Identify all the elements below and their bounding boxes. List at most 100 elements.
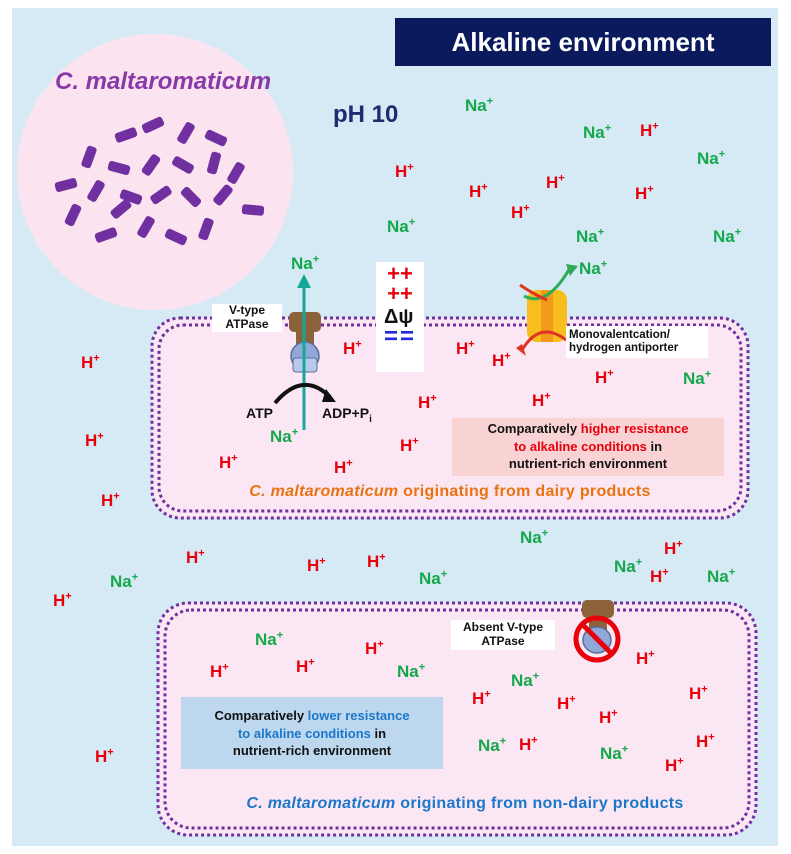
hydrogen-ion: H+ (546, 172, 565, 192)
hydrogen-ion: H+ (219, 452, 238, 472)
sodium-ion: Na+ (579, 258, 608, 278)
hydrogen-ion: H+ (599, 707, 618, 727)
bacterium (180, 186, 202, 208)
hydrogen-ion: H+ (640, 120, 659, 140)
hydrogen-ion: H+ (85, 430, 104, 450)
sodium-ion: Na+ (511, 670, 540, 690)
adp-label: ADP+Pi (322, 405, 372, 425)
bacterium (177, 122, 195, 144)
hydrogen-ion: H+ (595, 367, 614, 387)
sodium-ion: Na+ (520, 527, 549, 547)
hydrogen-ion: H+ (635, 183, 654, 203)
hydrogen-ion: H+ (307, 555, 326, 575)
hydrogen-ion: H+ (519, 734, 538, 754)
hydrogen-ion: H+ (81, 352, 100, 372)
sodium-ion: Na+ (576, 226, 605, 246)
hydrogen-ion: H+ (53, 590, 72, 610)
page-title: Alkaline environment (395, 18, 771, 66)
bacterium (206, 151, 222, 175)
hydrogen-ion: H+ (492, 350, 511, 370)
non-dairy-origin-label: C. maltaromaticum originating from non-d… (246, 795, 684, 812)
sodium-ion: Na+ (270, 426, 299, 446)
sodium-ion: Na+ (255, 629, 284, 649)
bacterium (164, 228, 188, 246)
absent-atpase-icon (573, 600, 621, 663)
bacterium (204, 129, 228, 147)
bacterium (227, 162, 245, 184)
hydrogen-ion: H+ (365, 638, 384, 658)
hydrogen-ion: H+ (469, 181, 488, 201)
sodium-ion: Na+ (697, 148, 726, 168)
hydrogen-ion: H+ (101, 490, 120, 510)
bacteria-rods (54, 116, 265, 246)
bacterium (198, 217, 214, 241)
top-cell-membrane-inner (157, 323, 743, 513)
sodium-ion: Na+ (713, 226, 742, 246)
hydrogen-ion: H+ (395, 161, 414, 181)
hydrogen-ion: H+ (367, 551, 386, 571)
bacterium (87, 180, 105, 202)
bacterium (137, 216, 155, 238)
sodium-ion: Na+ (110, 571, 139, 591)
sodium-ion: Na+ (397, 661, 426, 681)
sodium-ion: Na+ (614, 556, 643, 576)
organism-name: C. maltaromaticum (55, 68, 272, 95)
hydrogen-ion: H+ (95, 746, 114, 766)
lower-resistance-box: Comparatively lower resistance to alkali… (181, 697, 443, 769)
sodium-ion: Na+ (419, 568, 448, 588)
higher-resistance-box: Comparatively higher resistance to alkal… (452, 418, 724, 476)
hydrogen-ion: H+ (511, 202, 530, 222)
hydrogen-ion: H+ (664, 538, 683, 558)
bacterium (241, 204, 265, 216)
sodium-ion: Na+ (683, 368, 712, 388)
dairy-origin-label: C. maltaromaticum originating from dairy… (249, 483, 651, 500)
bacterium (119, 189, 143, 205)
sodium-ion: Na+ (478, 735, 507, 755)
negative-charges: == (383, 323, 417, 350)
bottom-cell-membrane-inner (163, 608, 751, 830)
positive-charges: ++ ++ (387, 261, 413, 306)
bottom-cell-membrane-outer (156, 601, 758, 837)
bacterium (107, 160, 131, 176)
hydrogen-ion: H+ (696, 731, 715, 751)
bacterium (94, 227, 118, 243)
hydrogen-ion: H+ (557, 693, 576, 713)
arrow-head-icon (297, 274, 311, 288)
bacterium (141, 116, 165, 134)
bacterium (141, 154, 161, 176)
bacterium (54, 177, 78, 193)
antiporter-label: Monovalentcation/ hydrogen antiporter (566, 326, 708, 359)
bacterium (150, 185, 172, 205)
hydrogen-ion: H+ (400, 435, 419, 455)
membrane-potential-symbol: Δψ (384, 306, 414, 328)
antiporter-icon (516, 264, 589, 356)
bacterium (64, 203, 82, 227)
hydrogen-ion: H+ (296, 656, 315, 676)
hydrogen-ion: H+ (532, 390, 551, 410)
sodium-ion: Na+ (387, 216, 416, 236)
sodium-ion: Na+ (291, 253, 320, 273)
hydrogen-ion: H+ (343, 338, 362, 358)
hydrogen-ion: H+ (472, 688, 491, 708)
hydrogen-ion: H+ (650, 566, 669, 586)
hydrogen-ion: H+ (186, 547, 205, 567)
bacterium (110, 199, 132, 219)
bacterium (213, 184, 233, 206)
hydrogen-ion: H+ (456, 338, 475, 358)
bacterium (114, 127, 138, 143)
sodium-ion: Na+ (465, 95, 494, 115)
bacterium (172, 156, 194, 174)
ph-label: pH 10 (333, 101, 399, 128)
hydrogen-ion: H+ (210, 661, 229, 681)
hydrogen-ion: H+ (334, 457, 353, 477)
arrow-head-icon (322, 389, 336, 402)
v-type-atpase-label: V-type ATPase (212, 303, 282, 332)
bacteria-circle (17, 34, 293, 310)
sodium-ion: Na+ (583, 122, 612, 142)
sodium-ion: Na+ (600, 743, 629, 763)
membrane-potential-box: ++ ++ == (376, 262, 424, 372)
hydrogen-ion: H+ (689, 683, 708, 703)
hydrogen-ion: H+ (636, 648, 655, 668)
bacterium (81, 145, 97, 169)
